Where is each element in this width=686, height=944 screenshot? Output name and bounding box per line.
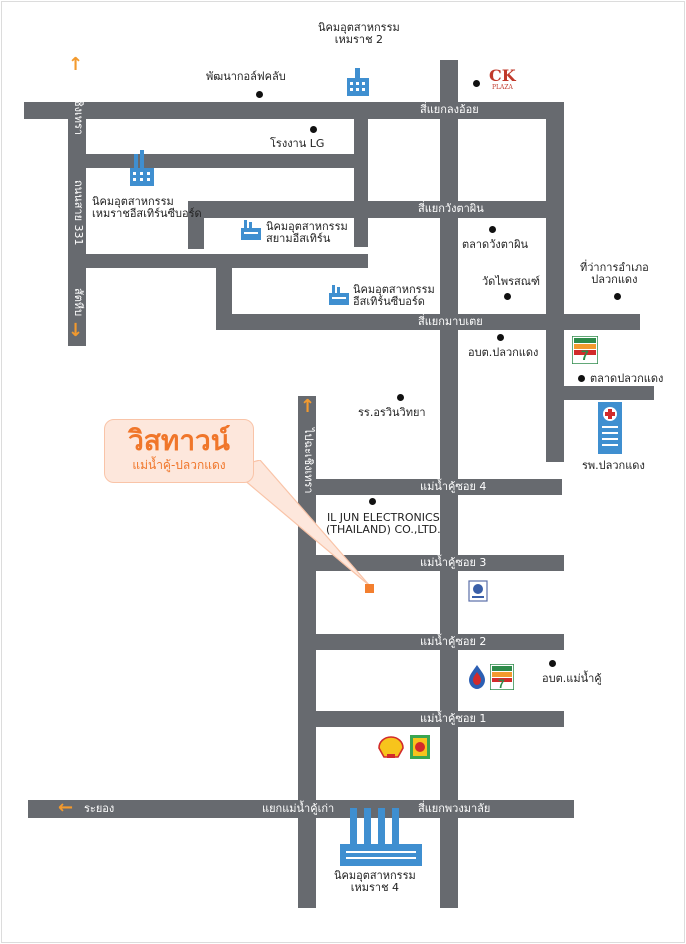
project-location-marker — [365, 584, 374, 593]
label-hemaraj-4: นิคมอุตสาหกรรม เหมราช 4 — [334, 869, 416, 894]
road-right-vertical — [546, 102, 564, 462]
label-hemaraj-eastern: นิคมอุตสาหกรรม เหมราชอีสเทิร์นซีบอร์ด — [92, 195, 202, 220]
svg-text:7: 7 — [581, 347, 589, 363]
label-hospital: รพ.ปลวกแดง — [582, 459, 645, 472]
label-soi-1: แม่น้ำคู้ซอย 1 — [420, 712, 487, 725]
obt-mae-nam-khu-marker — [549, 660, 556, 667]
road-wang-ta-phin — [190, 201, 564, 218]
label-golf: พัฒนากอล์ฟคลับ — [206, 70, 286, 83]
label-kaeng-ai: สี่แยกลงอ้อย — [420, 103, 479, 116]
svg-text:7: 7 — [498, 677, 505, 690]
road-inner-vertical-upper — [354, 102, 368, 247]
seven-eleven-icon: 7 — [489, 663, 515, 694]
road-lg — [68, 154, 368, 168]
school-marker — [397, 394, 404, 401]
label-soi-3: แม่น้ำคู้ซอย 3 — [420, 556, 487, 569]
road-soi-2 — [298, 634, 564, 650]
road-soi-3 — [298, 555, 564, 571]
road-soi-1 — [298, 711, 564, 727]
road-small-vertical — [188, 201, 204, 249]
factory-icon — [240, 220, 262, 244]
convenience-store-icon — [410, 735, 430, 763]
project-name: วิสทาวน์ — [128, 424, 230, 457]
label-district-office: ที่ว่าการอำเภอ ปลวกแดง — [580, 261, 649, 286]
project-area: แม่น้ำคู้-ปลวกแดง — [132, 458, 226, 472]
lg-marker — [310, 126, 317, 133]
bank-icon — [468, 580, 488, 606]
label-map-ta-phut: สี่แยกมาบเตย — [418, 315, 483, 328]
label-obt-mae-nam-khu: อบต.แม่น้ำคู้ — [542, 672, 602, 685]
road-market-spur — [546, 386, 654, 400]
road-inner-vertical-left — [216, 254, 232, 330]
ck-plaza-logo: CK PLAZA — [489, 66, 516, 91]
label-mae-nam-khu-junction: แยกแม่น้ำคู้เก่า — [262, 802, 335, 815]
pluak-daeng-market-marker — [578, 375, 585, 382]
road-rayong — [28, 800, 574, 818]
label-wang-ta-phin: สี่แยกวังตาผิน — [418, 202, 484, 215]
label-sattahip: สัตหีบ — [72, 288, 85, 317]
arrow-down-icon: ↓ — [68, 320, 84, 341]
label-route-331: ถนนสาย 331 — [72, 180, 85, 246]
label-wat-phrasong: วัดไพรสณฑ์ — [482, 275, 541, 288]
label-rayong: ระยอง — [84, 802, 115, 815]
arrow-up-icon: ↑ — [68, 54, 84, 75]
label-lat-krabang: ฉะเชิงเทรา — [72, 82, 85, 136]
project-callout: วิสทาวน์ แม่น้ำคู้-ปลวกแดง — [104, 419, 254, 483]
ck-plaza-marker — [473, 80, 480, 87]
arrow-up-icon: ↑ — [300, 396, 316, 417]
hospital-icon — [596, 402, 624, 458]
label-pluak-daeng-market: ตลาดปลวกแดง — [590, 372, 664, 385]
wang-ta-phin-market-marker — [489, 226, 496, 233]
label-eastern-seaboard: นิคมอุตสาหกรรม อีสเทิร์นซีบอร์ด — [353, 283, 435, 308]
road-soi-4 — [298, 479, 562, 495]
district-office-marker — [614, 293, 621, 300]
il-jun-marker — [369, 498, 376, 505]
golf-marker — [256, 91, 263, 98]
road-top-kaeng-ai — [24, 102, 564, 119]
label-lg: โรงงาน LG — [270, 137, 325, 150]
factory-icon — [128, 148, 156, 192]
label-hemaraj-2: นิคมอุตสาหกรรม เหมราช 2 — [318, 21, 400, 46]
label-obt-pluak-daeng: อบต.ปลวกแดง — [468, 346, 539, 359]
obt-pluak-daeng-marker — [497, 334, 504, 341]
factory-icon — [345, 64, 371, 102]
shell-gas-station-icon — [378, 735, 404, 763]
wat-phrasong-marker — [504, 293, 511, 300]
ptt-gas-station-icon — [468, 664, 486, 694]
label-soi-4: แม่น้ำคู้ซอย 4 — [420, 480, 487, 493]
label-school: รร.อรวินวิทยา — [358, 406, 426, 419]
label-wang-ta-phin-market: ตลาดวังตาผิน — [462, 238, 529, 251]
label-il-jun: IL JUN ELECTRONICS (THAILAND) CO.,LTD. — [326, 511, 441, 536]
label-soi-2: แม่น้ำคู้ซอย 2 — [420, 635, 487, 648]
road-map-ta-phut — [216, 314, 640, 330]
label-phuang-malai: สี่แยกพวงมาลัย — [418, 802, 491, 815]
factory-icon — [328, 285, 350, 309]
seven-eleven-icon: 7 — [571, 335, 599, 368]
label-siam-eastern: นิคมอุตสาหกรรม สยามอีสเทิร์น — [266, 220, 348, 245]
callout-pointer — [230, 460, 371, 587]
arrow-left-icon: ← — [58, 797, 74, 818]
factory-icon — [338, 808, 424, 874]
